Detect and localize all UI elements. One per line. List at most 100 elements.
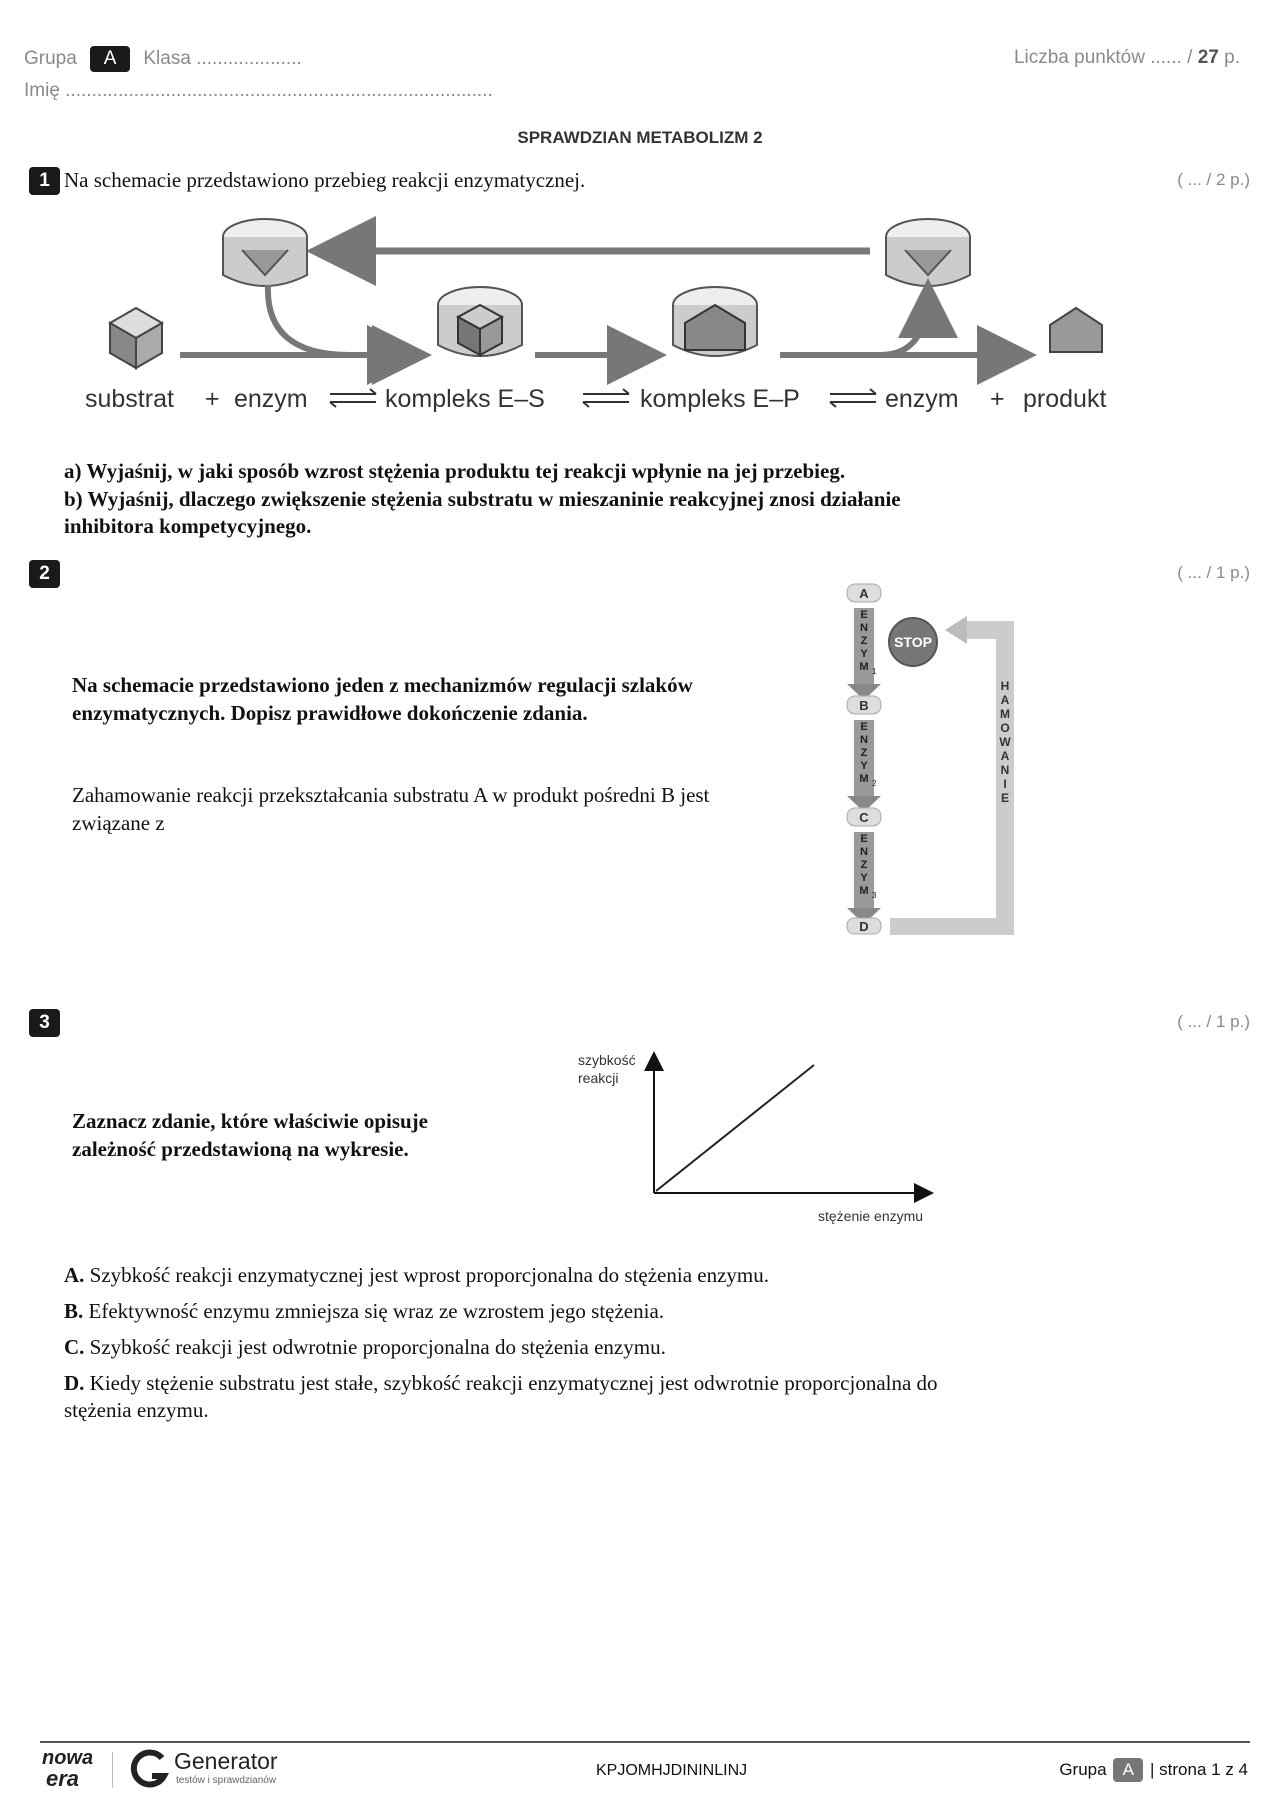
- product-icon: [1049, 306, 1103, 353]
- equilibrium-arrows-3: [829, 388, 877, 408]
- series-line: [655, 1064, 815, 1192]
- enzyme-letter: Y: [860, 872, 868, 884]
- y-axis-label-line1: szybkość: [578, 1052, 636, 1068]
- inhibition-letter: A: [1001, 749, 1010, 763]
- inhibition-letter: I: [1003, 777, 1006, 791]
- label-produkt: produkt: [1023, 385, 1106, 413]
- option-b[interactable]: B. Efektywność enzymu zmniejsza się wraz…: [64, 1298, 664, 1325]
- inhibition-letter: N: [1001, 763, 1010, 777]
- option-a-text: Szybkość reakcji enzymatycznej jest wpro…: [89, 1263, 770, 1287]
- points-total: 27: [1197, 47, 1219, 68]
- header-group-row: Grupa A Klasa ....................: [24, 46, 302, 72]
- inhibition-letter: W: [999, 735, 1011, 749]
- generator-logo-icon: [130, 1749, 170, 1788]
- ep-complex-icon: [672, 286, 758, 357]
- enzyme-letter: M: [859, 773, 868, 785]
- q2-instruction-line2: enzymatycznych. Dopisz prawidłowe dokońc…: [72, 701, 588, 725]
- nowa-era-logo: nowa era: [42, 1748, 102, 1794]
- enzyme-subscript: 3: [872, 891, 877, 900]
- enzyme-release-arrow: [780, 278, 958, 358]
- inhibition-arrowhead: [945, 616, 967, 644]
- enzyme-letter: M: [859, 661, 868, 673]
- footer-rule: [40, 1741, 1250, 1743]
- svg-text:B: B: [859, 698, 868, 713]
- page-title: SPRAWDZIAN METABOLIZM 2: [517, 128, 763, 147]
- footer-group-label: Grupa: [1059, 1760, 1107, 1779]
- enzyme-reaction-diagram: substrat + enzym kompleks E–S kompleks E…: [85, 216, 1106, 413]
- generator-title: Generator: [174, 1748, 278, 1774]
- option-a[interactable]: A. Szybkość reakcji enzymatycznej jest w…: [64, 1262, 769, 1289]
- node-a: A: [846, 583, 882, 603]
- label-enzym-2: enzym: [885, 385, 959, 413]
- q3-points: ( ... / 1 p.): [1177, 1012, 1250, 1031]
- q1-part-a: a) Wyjaśnij, w jaki sposób wzrost stężen…: [64, 459, 846, 483]
- enzyme-letter: Y: [860, 648, 868, 660]
- enzyme-letter: Z: [861, 859, 868, 871]
- inhibition-letter: O: [1000, 721, 1009, 735]
- enzyme-3-arrow: [854, 832, 874, 912]
- y-axis-label-line2: reakcji: [578, 1070, 618, 1086]
- enzyme-free-left-icon: [222, 218, 308, 287]
- enzyme-letter: M: [859, 885, 868, 897]
- enzyme-bind-arrow: [264, 284, 432, 385]
- q2-points: ( ... / 1 p.): [1177, 563, 1250, 582]
- option-b-letter: B.: [64, 1299, 84, 1323]
- enzyme-letter: N: [860, 846, 868, 858]
- svg-text:A: A: [859, 586, 869, 601]
- option-b-text: Efektywność enzymu zmniejsza się wraz ze…: [88, 1299, 665, 1323]
- option-c-text: Szybkość reakcji jest odwrotnie proporcj…: [89, 1335, 666, 1359]
- option-d[interactable]: D. Kiedy stężenie substratu jest stałe, …: [64, 1370, 938, 1424]
- node-b: B: [846, 695, 882, 715]
- enzyme-letter: N: [860, 622, 868, 634]
- q2-sentence-line2: związane z: [72, 811, 165, 835]
- class-label: Klasa ....................: [143, 48, 302, 69]
- enzyme-letter: Z: [861, 635, 868, 647]
- question-number-2: 2: [29, 560, 60, 588]
- label-kompleks-es: kompleks E–S: [385, 385, 545, 413]
- question-number-1: 1: [29, 167, 60, 195]
- q2-instruction-line1: Na schemacie przedstawiono jeden z mecha…: [72, 673, 693, 697]
- q3-instruction-line1: Zaznacz zdanie, które właściwie opisuje: [72, 1109, 428, 1133]
- q1-part-b-line1: b) Wyjaśnij, dlaczego zwiększenie stężen…: [64, 487, 901, 511]
- question-number-3: 3: [29, 1009, 60, 1037]
- inhibition-letter: A: [1001, 693, 1010, 707]
- inhibition-letter: E: [1001, 791, 1009, 805]
- group-label: Grupa: [24, 48, 77, 69]
- document-code: KPJOMHJDININLINJ: [596, 1762, 748, 1779]
- option-a-letter: A.: [64, 1263, 85, 1287]
- points-unit: p.: [1224, 47, 1240, 68]
- enzyme-concentration-chart: szybkość reakcji stężenie enzymu: [578, 1051, 934, 1224]
- equilibrium-arrows-1: [329, 388, 377, 408]
- enzyme-letter: E: [860, 721, 867, 733]
- logo-era: era: [46, 1766, 80, 1791]
- label-substrat: substrat: [85, 385, 174, 413]
- node-d: D: [846, 917, 882, 935]
- enzyme-letter: E: [860, 609, 867, 621]
- enzyme-subscript: 1: [872, 667, 877, 676]
- option-d-text: Kiedy stężenie substratu jest stałe, szy…: [89, 1371, 938, 1395]
- enzyme-letter: E: [860, 833, 867, 845]
- points-label: Liczba punktów ...... /: [1013, 47, 1193, 68]
- enzyme-letter: Z: [861, 747, 868, 759]
- svg-text:C: C: [859, 810, 869, 825]
- inhibition-letter: M: [1000, 707, 1010, 721]
- inhibition-loop: [890, 621, 1014, 935]
- points-summary: Liczba punktów ...... / 27 p.: [1014, 47, 1240, 69]
- q1-part-b-line2: inhibitora kompetycyjnego.: [64, 514, 312, 538]
- footer-page-number: | strona 1 z 4: [1150, 1760, 1248, 1779]
- footer-page-info: Grupa A | strona 1 z 4: [1059, 1758, 1248, 1782]
- enzyme-letter: Y: [860, 760, 868, 772]
- q1-points: ( ... / 2 p.): [1177, 170, 1250, 189]
- svg-text:D: D: [859, 919, 868, 934]
- option-d-text-cont: stężenia enzymu.: [64, 1398, 209, 1422]
- option-c[interactable]: C. Szybkość reakcji jest odwrotnie propo…: [64, 1334, 666, 1361]
- label-plus-2: +: [990, 385, 1005, 413]
- group-badge: A: [90, 46, 131, 72]
- generator-subtitle: testów i sprawdzianów: [176, 1775, 277, 1786]
- enzyme-1-arrow: [854, 608, 874, 688]
- q2-sentence-line1: Zahamowanie reakcji przekształcania subs…: [72, 783, 710, 807]
- svg-text:STOP: STOP: [894, 634, 932, 650]
